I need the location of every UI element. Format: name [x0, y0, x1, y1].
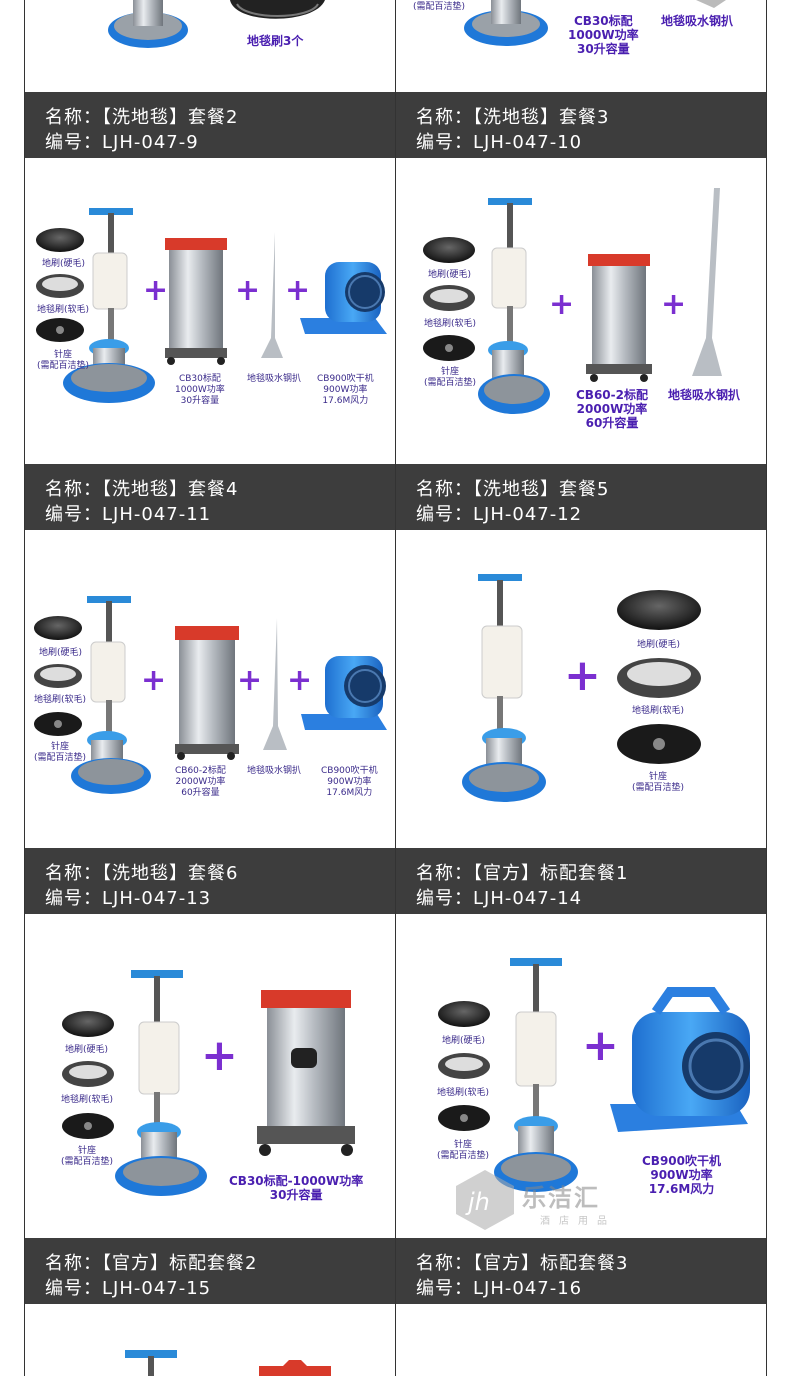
product-code: 编号：LJH-047-11 [45, 504, 212, 525]
product-image-bottom-right [396, 1304, 766, 1376]
plus-icon: + [235, 273, 261, 308]
caption-package-2[interactable]: 名称：【洗地毯】套餐2 编号：LJH-047-9 [25, 92, 395, 158]
product-name: 名称：【官方】标配套餐1 [416, 863, 629, 884]
product-image-package-4[interactable]: 地刷(硬毛) 地毯刷(软毛) 针座 (需配百洁垫) + + + CB30标配 1… [25, 158, 395, 464]
brand-logo-icon: jh [456, 1170, 514, 1230]
label-brush-hard: 地刷(硬毛) [442, 1036, 486, 1046]
caption-standard-3[interactable]: 名称：【官方】标配套餐3 编号：LJH-047-16 [396, 1238, 766, 1304]
machines-illustration [423, 188, 722, 414]
machines-illustration [125, 1350, 331, 1376]
caption-package-3[interactable]: 名称：【洗地毯】套餐3 编号：LJH-047-10 [396, 92, 766, 158]
plus-icon: + [285, 273, 311, 308]
brand-logo-text: jh [465, 1188, 490, 1216]
plus-icon: + [582, 1020, 619, 1071]
plus-icon: + [661, 287, 687, 322]
label-brush-carpet: 地毯刷(软毛) [37, 305, 90, 315]
product-code: 编号：LJH-047-9 [45, 132, 199, 153]
plus-icon: + [287, 663, 313, 698]
caption-package-6[interactable]: 名称：【洗地毯】套餐6 编号：LJH-047-13 [25, 848, 395, 914]
label-cb30: CB30标配 1000W功率 30升容量 [568, 14, 639, 56]
label-brush-hard: 地刷(硬毛) [39, 648, 83, 658]
plus-icon: + [237, 663, 263, 698]
machines-illustration [462, 574, 701, 802]
brand-name: 乐洁汇 [522, 1184, 600, 1212]
floor-machine-base-icon [108, 0, 325, 48]
label-cb60: CB60-2标配 2000W功率 60升容量 [175, 766, 226, 798]
label-brush-hard: 地刷(硬毛) [637, 640, 681, 650]
label-wand: 地毯吸水钢扒 [668, 388, 741, 402]
product-name: 名称：【洗地毯】套餐5 [416, 479, 610, 500]
label-pad-holder: 针座 (需配百洁垫) [424, 367, 477, 388]
label-cb60: CB60-2标配 2000W功率 60升容量 [576, 388, 648, 430]
product-code: 编号：LJH-047-10 [416, 132, 583, 153]
column-divider [395, 0, 396, 1376]
caption-standard-2[interactable]: 名称：【官方】标配套餐2 编号：LJH-047-15 [25, 1238, 395, 1304]
product-image-standard-2[interactable]: 地刷(硬毛) 地毯刷(软毛) 针座 (需配百洁垫) + CB30标配-1000W… [25, 914, 395, 1238]
product-image-package-5[interactable]: 地刷(硬毛) 地毯刷(软毛) 针座 (需配百洁垫) + + CB60-2标配 2… [396, 158, 766, 464]
machines-illustration [62, 970, 355, 1196]
label-pad-holder: 针座 (需配百洁垫) [437, 1140, 490, 1161]
floor-machine-base-icon [464, 0, 726, 46]
label-pad-note: (需配百洁垫) [413, 2, 466, 12]
label-brush-hard: 地刷(硬毛) [428, 270, 472, 280]
label-cb900: CB900吹干机 900W功率 17.6M风力 [317, 374, 374, 406]
product-image-standard-1[interactable]: + 地刷(硬毛) 地毯刷(软毛) 针座 (需配百洁垫) [396, 530, 766, 848]
brand-tagline: 酒店用品 [540, 1216, 616, 1227]
product-name: 名称：【洗地毯】套餐6 [45, 863, 239, 884]
caption-package-4[interactable]: 名称：【洗地毯】套餐4 编号：LJH-047-11 [25, 464, 395, 530]
label-pad-holder: 针座 (需配百洁垫) [632, 772, 685, 793]
product-code: 编号：LJH-047-16 [416, 1278, 583, 1299]
product-image-top-right: (需配百洁垫) CB30标配 1000W功率 30升容量 地毯吸水钢扒 [396, 0, 766, 92]
brand-watermark: jh 乐洁汇 酒店用品 [452, 1168, 617, 1232]
plus-icon: + [564, 650, 601, 701]
product-image-bottom-left [25, 1304, 395, 1376]
label-pad-holder: 针座 (需配百洁垫) [34, 742, 87, 763]
product-name: 名称：【洗地毯】套餐2 [45, 107, 239, 128]
product-code: 编号：LJH-047-15 [45, 1278, 212, 1299]
plus-icon: + [141, 663, 167, 698]
product-name: 名称：【洗地毯】套餐3 [416, 107, 610, 128]
product-image-top-left: 地毯刷3个 [25, 0, 395, 92]
label-wand: 地毯吸水钢扒 [247, 374, 302, 384]
product-code: 编号：LJH-047-12 [416, 504, 583, 525]
caption-package-5[interactable]: 名称：【洗地毯】套餐5 编号：LJH-047-12 [396, 464, 766, 530]
label-brush-carpet: 地毯刷(软毛) [437, 1088, 490, 1098]
plus-icon: + [201, 1030, 238, 1081]
label-pad-holder: 针座 (需配百洁垫) [37, 350, 90, 371]
label-carpet-brushes: 地毯刷3个 [247, 34, 304, 48]
product-name: 名称：【官方】标配套餐3 [416, 1253, 629, 1274]
label-cb900: CB900吹干机 900W功率 17.6M风力 [642, 1154, 722, 1196]
label-cb30: CB30标配 1000W功率 30升容量 [175, 374, 225, 406]
label-brush-carpet: 地毯刷(软毛) [34, 695, 87, 705]
product-image-standard-3[interactable]: 地刷(硬毛) 地毯刷(软毛) 针座 (需配百洁垫) + CB900吹干机 900… [396, 914, 766, 1238]
label-brush-carpet: 地毯刷(软毛) [632, 706, 685, 716]
label-pad-holder: 针座 (需配百洁垫) [61, 1146, 114, 1167]
label-brush-hard: 地刷(硬毛) [65, 1045, 109, 1055]
label-cb30: CB30标配-1000W功率 30升容量 [229, 1174, 364, 1202]
product-name: 名称：【洗地毯】套餐4 [45, 479, 239, 500]
product-image-package-6[interactable]: 地刷(硬毛) 地毯刷(软毛) 针座 (需配百洁垫) + + + CB60-2标配… [25, 530, 395, 848]
label-brush-carpet: 地毯刷(软毛) [61, 1095, 114, 1105]
machines-illustration [34, 596, 387, 794]
label-wand: 地毯吸水钢扒 [247, 766, 302, 776]
caption-standard-1[interactable]: 名称：【官方】标配套餐1 编号：LJH-047-14 [396, 848, 766, 914]
product-code: 编号：LJH-047-13 [45, 888, 212, 909]
plus-icon: + [143, 273, 169, 308]
product-grid [24, 0, 767, 1376]
machines-illustration [36, 208, 387, 403]
label-brush-hard: 地刷(硬毛) [42, 259, 86, 269]
product-name: 名称：【官方】标配套餐2 [45, 1253, 258, 1274]
product-code: 编号：LJH-047-14 [416, 888, 583, 909]
label-brush-carpet: 地毯刷(软毛) [424, 319, 477, 329]
label-wand: 地毯吸水钢扒 [661, 14, 734, 28]
label-cb900: CB900吹干机 900W功率 17.6M风力 [321, 766, 378, 798]
plus-icon: + [549, 287, 575, 322]
machines-illustration [438, 958, 750, 1192]
